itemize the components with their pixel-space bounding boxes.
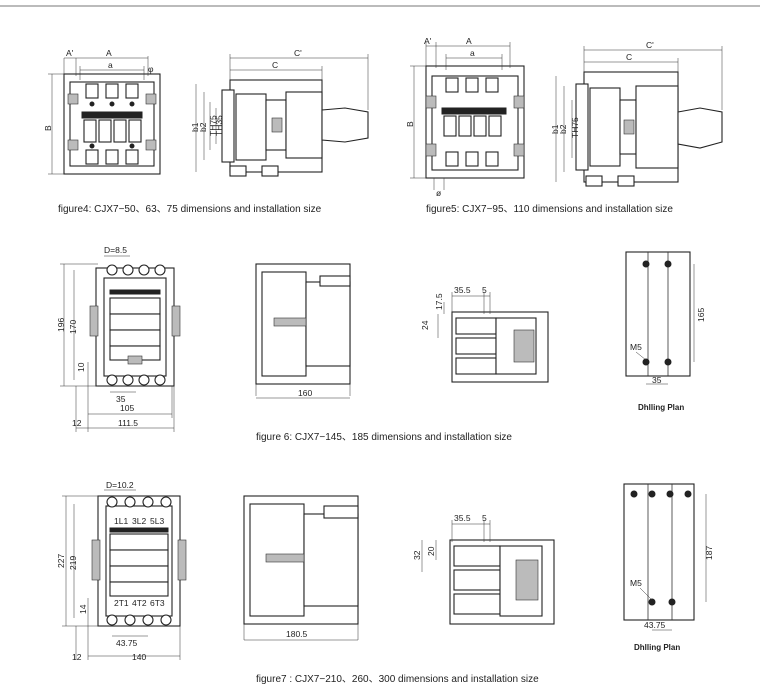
fig7-label-plan-43-75: 43.75 (644, 620, 666, 630)
fig4-label-Aprime: A' (66, 48, 74, 58)
fig7-label-14: 14 (78, 604, 88, 614)
figure7: 1L1 3L2 5L3 2T1 4T2 6T3 D=10.2 227 219 1… (56, 480, 714, 685)
fig5-label-TH75: TH75 (570, 117, 580, 138)
fig6-label-105: 105 (120, 403, 134, 413)
fig5-dimensions: A' A a ø B (405, 36, 511, 198)
fig7-term-1L1: 1L1 (114, 516, 128, 526)
fig7-term-3L2: 3L2 (132, 516, 146, 526)
fig5-label-A: A (466, 36, 472, 46)
fig7-dimensions: D=10.2 227 219 14 43.75 12 140 (56, 480, 181, 662)
fig5-label-a: a (470, 48, 475, 58)
fig7-term-4T2: 4T2 (132, 598, 147, 608)
fig4-label-TH35: TH35 (214, 115, 224, 136)
fig4-label-a: a (108, 60, 113, 70)
fig4-label-A: A (106, 48, 112, 58)
fig7-plan-title: Dhlling Plan (634, 643, 680, 652)
fig5-label-B: B (405, 121, 415, 127)
fig4-side-view: C C' b1 b2 TH75 TH35 (190, 48, 369, 177)
fig4-label-C: C (272, 60, 278, 70)
fig4-label-b2: b2 (198, 122, 208, 132)
fig7-label-5: 5 (482, 513, 487, 523)
fig6-label-35-5: 35.5 (454, 285, 471, 295)
fig6-drilling-plan: M5 35 165 Dhlling Plan (625, 251, 706, 412)
fig6-terminal-detail: 35.5 5 17.5 24 (420, 285, 549, 383)
fig6-label-10: 10 (76, 362, 86, 372)
fig5-label-phi: ø (436, 188, 441, 198)
fig6-label-5: 5 (482, 285, 487, 295)
fig4-caption: figure4: CJX7−50、63、75 dimensions and in… (58, 204, 322, 215)
fig7-term-2T1: 2T1 (114, 598, 129, 608)
fig6-label-24: 24 (420, 320, 430, 330)
fig4-label-B: B (43, 125, 53, 131)
figure4: A' A a φ B C C' b (43, 48, 369, 215)
fig5-label-C: C (626, 52, 632, 62)
fig7-drilling-plan: M5 43.75 187 Dhlling Plan (623, 483, 714, 652)
fig4-label-b1: b1 (190, 122, 200, 132)
fig5-label-Aprime: A' (424, 36, 432, 46)
fig6-front-view (89, 264, 181, 387)
fig6-label-35: 35 (116, 394, 126, 404)
fig7-label-227: 227 (56, 554, 66, 568)
fig7-side-view: 180.5 (243, 495, 359, 641)
fig6-label-165: 165 (696, 308, 706, 322)
fig7-label-M5: M5 (630, 578, 642, 588)
fig7-label-12: 12 (72, 652, 82, 662)
fig6-dimensions: D=8.5 196 170 10 35 105 12 111.5 (56, 245, 175, 432)
fig5-label-b2: b2 (558, 124, 568, 134)
fig5-caption: figure5: CJX7−95、110 dimensions and inst… (426, 204, 673, 215)
fig6-plan-title: Dhlling Plan (638, 403, 684, 412)
fig7-label-32: 32 (412, 550, 422, 560)
figure6: D=8.5 196 170 10 35 105 12 111.5 160 (56, 245, 706, 443)
fig7-label-219: 219 (68, 556, 78, 570)
fig7-label-140: 140 (132, 652, 146, 662)
fig6-label-160: 160 (298, 388, 312, 398)
fig5-label-Cprime: C' (646, 40, 654, 50)
fig6-label-12: 12 (72, 418, 82, 428)
fig6-label-M5: M5 (630, 342, 642, 352)
fig4-label-phi: φ (148, 64, 154, 74)
fig7-label-43-75: 43.75 (116, 638, 138, 648)
fig7-label-20: 20 (426, 546, 436, 556)
figure5: A' A a ø B C C' b1 b2 (405, 36, 723, 215)
fig6-side-view: 160 (255, 263, 351, 399)
fig7-terminal-detail: 35.5 5 32 20 (412, 513, 555, 625)
fig7-label-D: D=10.2 (106, 480, 134, 490)
fig5-label-b1: b1 (550, 124, 560, 134)
fig5-front-view (425, 65, 525, 179)
fig7-label-187: 187 (704, 546, 714, 560)
fig7-term-5L3: 5L3 (150, 516, 164, 526)
fig6-label-170: 170 (68, 320, 78, 334)
fig6-label-D: D=8.5 (104, 245, 127, 255)
fig7-caption: figure7 : CJX7−210、260、300 dimensions an… (256, 674, 539, 685)
fig6-label-196: 196 (56, 318, 66, 332)
fig7-label-35-5: 35.5 (454, 513, 471, 523)
fig4-front-view (63, 73, 161, 175)
fig5-side-view: C C' b1 b2 TH75 (550, 40, 723, 187)
fig7-term-6T3: 6T3 (150, 598, 165, 608)
fig7-front-view: 1L1 3L2 5L3 2T1 4T2 6T3 (91, 495, 187, 627)
fig6-caption: figure 6: CJX7−145、185 dimensions and in… (256, 432, 512, 443)
fig6-label-17-5: 17.5 (434, 293, 444, 310)
fig4-label-TH75: TH75 (208, 115, 218, 136)
fig4-dimensions: A' A a φ B (43, 48, 154, 175)
fig4-label-Cprime: C' (294, 48, 302, 58)
fig6-label-plan-35: 35 (652, 375, 662, 385)
fig6-label-111-5: 111.5 (118, 418, 138, 428)
fig7-label-180-5: 180.5 (286, 629, 308, 639)
